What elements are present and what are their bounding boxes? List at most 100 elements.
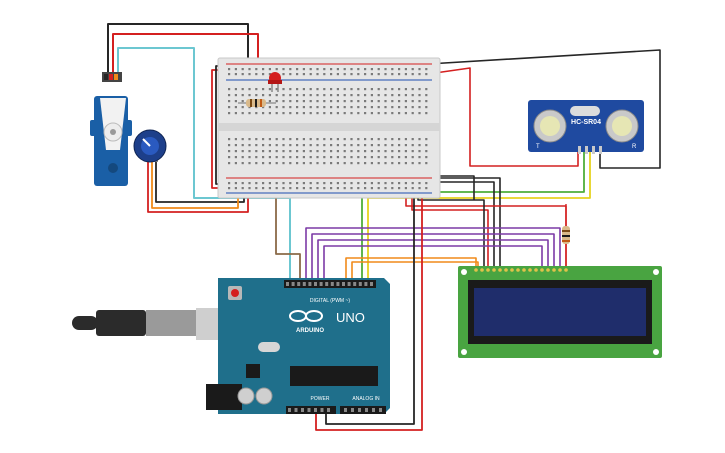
digital-pin (364, 282, 368, 286)
breadboard-hole (268, 106, 271, 109)
breadboard-hole (323, 144, 326, 147)
breadboard-hole (282, 162, 285, 165)
breadboard-hole (323, 88, 326, 91)
wire-power-red (315, 178, 423, 431)
arduino-model-label: UNO (336, 310, 365, 325)
breadboard-hole (404, 187, 407, 190)
power-label: POWER (311, 396, 330, 402)
breadboard-hole (425, 73, 428, 76)
breadboard-hole (343, 156, 346, 159)
breadboard-hole (255, 162, 258, 165)
breadboard-hole (234, 94, 237, 97)
wire-rail-black-top (427, 49, 661, 169)
breadboard-hole (282, 112, 285, 115)
breadboard-hole (309, 187, 312, 190)
breadboard-hole (418, 106, 421, 109)
breadboard-hole (350, 100, 353, 103)
breadboard-hole (323, 150, 326, 153)
breadboard-hole (370, 112, 373, 115)
breadboard-hole (370, 187, 373, 190)
breadboard-hole (330, 112, 333, 115)
power-pin (294, 408, 298, 412)
breadboard-hole (330, 88, 333, 91)
breadboard-hole (364, 144, 367, 147)
lcd-pin (486, 268, 490, 272)
sensor-pin (585, 146, 588, 154)
breadboard-hole (425, 187, 428, 190)
breadboard-hole (275, 106, 278, 109)
breadboard-hole (391, 187, 394, 190)
breadboard-hole (336, 187, 339, 190)
breadboard-hole (248, 156, 251, 159)
breadboard-hole (343, 182, 346, 185)
breadboard-hole (289, 182, 292, 185)
breadboard-hole (411, 100, 414, 103)
lcd-pin (546, 268, 550, 272)
breadboard-hole (234, 73, 237, 76)
breadboard-hole (398, 106, 401, 109)
breadboard-hole (377, 144, 380, 147)
breadboard-hole (228, 162, 231, 165)
digital-pin (308, 282, 312, 286)
breadboard-hole (275, 112, 278, 115)
breadboard-hole (425, 156, 428, 159)
breadboard-hole (398, 88, 401, 91)
breadboard-hole (248, 182, 251, 185)
resistor-lcd (562, 226, 570, 244)
digital-header-pins (286, 282, 373, 286)
power-pin (320, 408, 324, 412)
breadboard-hole (275, 94, 278, 97)
breadboard-hole (357, 150, 360, 153)
breadboard-hole (343, 138, 346, 141)
breadboard-hole (316, 73, 319, 76)
breadboard-hole (302, 100, 305, 103)
breadboard-hole (241, 187, 244, 190)
breadboard-hole (316, 88, 319, 91)
breadboard-hole (404, 150, 407, 153)
breadboard-hole (411, 156, 414, 159)
breadboard-hole (262, 88, 265, 91)
power-pin (314, 408, 317, 412)
breadboard-hole (309, 100, 312, 103)
breadboard-hole (357, 138, 360, 141)
breadboard-hole (316, 150, 319, 153)
sensor-pin (578, 146, 581, 154)
breadboard-hole (302, 112, 305, 115)
breadboard-hole (309, 144, 312, 147)
breadboard-hole (228, 73, 231, 76)
breadboard-hole (336, 68, 339, 71)
breadboard-hole (268, 182, 271, 185)
breadboard-hole (357, 94, 360, 97)
breadboard-hole (302, 73, 305, 76)
breadboard-hole (255, 73, 258, 76)
analog-pin (351, 408, 354, 412)
breadboard-hole (248, 68, 251, 71)
breadboard-hole (336, 112, 339, 115)
breadboard-hole (364, 112, 367, 115)
analog-pin (379, 408, 382, 412)
breadboard-hole (357, 162, 360, 165)
breadboard-hole (425, 150, 428, 153)
breadboard-hole (302, 162, 305, 165)
breadboard-hole (268, 162, 271, 165)
breadboard-hole (384, 106, 387, 109)
breadboard-hole (323, 100, 326, 103)
breadboard-hole (418, 187, 421, 190)
breadboard-hole (282, 182, 285, 185)
breadboard-hole (296, 150, 299, 153)
breadboard-hole (418, 94, 421, 97)
breadboard-hole (336, 138, 339, 141)
breadboard-hole (234, 150, 237, 153)
breadboard-hole (262, 68, 265, 71)
power-header-pins (288, 408, 330, 412)
breadboard-hole (323, 162, 326, 165)
lcd-pin (504, 268, 508, 272)
analog-pin (358, 408, 361, 412)
breadboard-hole (357, 182, 360, 185)
potentiometer (133, 129, 167, 163)
breadboard-hole (411, 73, 414, 76)
breadboard-hole (296, 73, 299, 76)
breadboard-hole (411, 94, 414, 97)
breadboard-hole (228, 182, 231, 185)
breadboard-hole (241, 106, 244, 109)
